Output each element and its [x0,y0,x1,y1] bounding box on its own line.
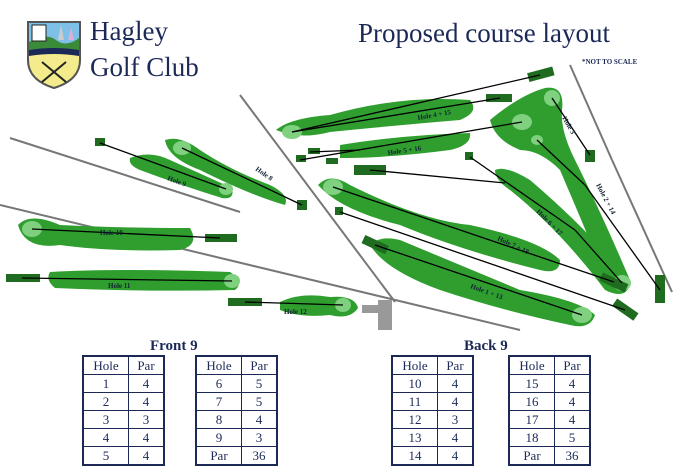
page-title: Proposed course layout [358,18,610,48]
par-cell: 36 [554,446,591,466]
header-hole: Hole [195,355,242,375]
par-cell: 5 [241,374,278,393]
hole-cell: 11 [391,392,438,411]
header-hole: Hole [391,355,438,375]
hole-cell: 3 [82,410,129,429]
par-cell: 3 [437,410,474,429]
hole-cell: 13 [391,428,438,447]
club-crest-logo [27,21,81,90]
header-par: Par [241,355,278,375]
hole-cell: Par [195,446,242,466]
par-cell: 4 [437,428,474,447]
par-cell: 4 [128,392,165,411]
header-par: Par [554,355,591,375]
hole-cell: 1 [82,374,129,393]
label-hole-11: Hole 11 [108,282,131,290]
par-cell: 3 [241,428,278,447]
hole-cell: 4 [82,428,129,447]
hole-cell: 16 [508,392,555,411]
par-cell: 4 [554,410,591,429]
par-cell: 4 [128,428,165,447]
hole-cell: 18 [508,428,555,447]
hole-cell: 17 [508,410,555,429]
front-9-heading: Front 9 [150,338,198,354]
boundary-lines [0,64,673,331]
hole-cell: 6 [195,374,242,393]
hole-cell: 8 [195,410,242,429]
header-par: Par [128,355,165,375]
club-name-line2: Golf Club [90,52,199,82]
hole-cell: 15 [508,374,555,393]
par-cell: 4 [437,374,474,393]
hole-cell: 12 [391,410,438,429]
hole-lines [21,74,661,316]
par-cell: 4 [128,446,165,466]
par-cell: 36 [241,446,278,466]
par-cell: 4 [437,392,474,411]
header-hole: Hole [508,355,555,375]
par-cell: 4 [128,374,165,393]
par-cell: 4 [554,374,591,393]
clubhouse [362,305,392,313]
hole-cell: 2 [82,392,129,411]
header-par: Par [437,355,474,375]
back-9-heading: Back 9 [464,338,508,354]
hole-cell: 9 [195,428,242,447]
par-cell: 3 [128,410,165,429]
hole-cell: Par [508,446,555,466]
par-cell: 5 [241,392,278,411]
hole-cell: 14 [391,446,438,466]
hole-cell: 10 [391,374,438,393]
par-cell: 4 [241,410,278,429]
par-cell: 4 [554,392,591,411]
par-cell: 5 [554,428,591,447]
clubhouse-wing [378,300,392,330]
label-hole-12: Hole 12 [284,308,307,316]
club-name-line1: Hagley [90,16,168,46]
hole-cell: 7 [195,392,242,411]
course-map: Hole 4 + 15 Hole 5 + 16 Hole 3 Hole 2 + … [0,64,673,331]
hole-cell: 5 [82,446,129,466]
label-hole-10: Hole 10 [100,229,123,237]
not-to-scale-note: *NOT TO SCALE [582,58,638,66]
par-cell: 4 [437,446,474,466]
header-hole: Hole [82,355,129,375]
